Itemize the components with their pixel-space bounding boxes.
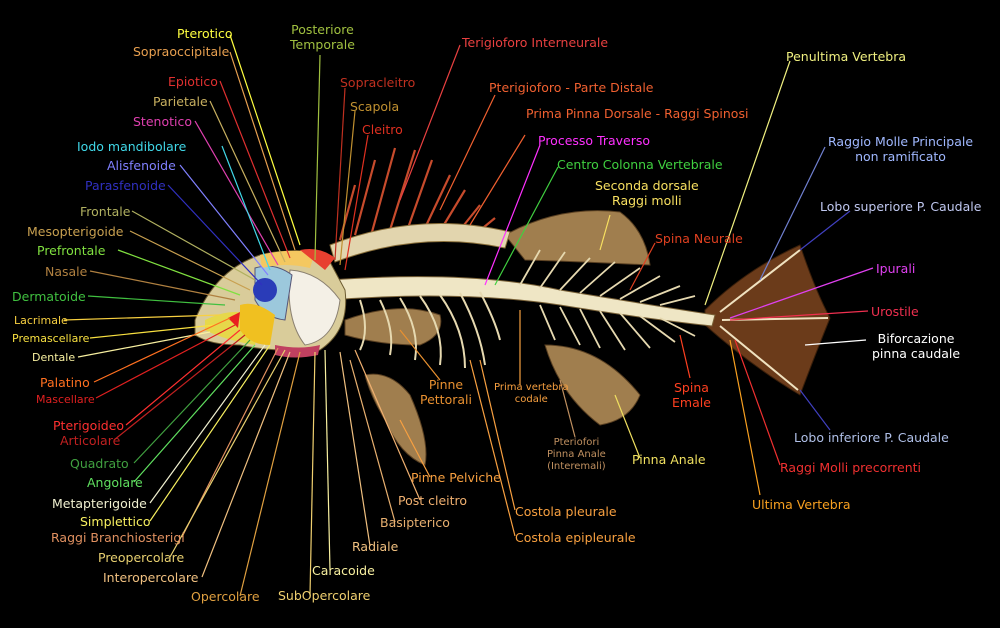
label-sopracleitro: Sopracleitro [340, 75, 416, 90]
label-pterigoideo: Pterigoideo [53, 418, 125, 433]
label-processo-traverso: Processo Traverso [538, 133, 651, 148]
label-opercolare: Opercolare [191, 589, 260, 604]
label-iodo-mandibolare: Iodo mandibolare [77, 139, 187, 154]
label-prima-pinna-dorsale: Prima Pinna Dorsale - Raggi Spinosi [526, 106, 749, 121]
label-quadrato: Quadrato [70, 456, 129, 471]
label-prefrontale: Prefrontale [37, 243, 106, 258]
pelvic-fin [364, 373, 427, 466]
label-dentale: Dentale [32, 351, 76, 364]
label-pteriofori-pinna-anale: Pteriofori Pinna Anale (Interemali) [547, 437, 606, 472]
label-spina-neurale: Spina Neurale [655, 231, 743, 246]
label-seconda-dorsale: Seconda dorsale Raggi molli [595, 178, 699, 208]
label-pterigioforo-distale: Pterigioforo - Parte Distale [489, 80, 654, 95]
label-pinne-pelviche: Pinne Pelviche [411, 470, 501, 485]
label-pinna-anale: Pinna Anale [632, 452, 706, 467]
label-costola-pleurale: Costola pleurale [515, 504, 617, 519]
label-simplettico: Simplettico [80, 514, 151, 529]
label-prima-vertebra-codale: Prima vertebra codale [494, 382, 569, 405]
label-centro-colonna: Centro Colonna Vertebrale [557, 157, 723, 172]
label-frontale: Frontale [80, 204, 131, 219]
label-interopercolare: Interopercolare [103, 570, 199, 585]
label-parietale: Parietale [153, 94, 208, 109]
label-angolare: Angolare [87, 475, 143, 490]
second-dorsal-fin [504, 210, 651, 266]
label-palatino: Palatino [40, 375, 90, 390]
label-spina-emale: Spina Emale [672, 380, 711, 410]
label-scapola: Scapola [350, 99, 400, 114]
label-nasale: Nasale [45, 264, 88, 279]
label-radiale: Radiale [352, 539, 399, 554]
label-alisfenoide: Alisfenoide [107, 158, 176, 173]
label-parasfenoide: Parasfenoide [85, 178, 166, 193]
label-lacrimale: Lacrimale [14, 314, 68, 327]
label-pterotico: Pterotico [177, 26, 233, 41]
label-raggi-molli-precorrenti: Raggi Molli precorrenti [780, 460, 921, 475]
label-premascellare: Premascellare [12, 332, 90, 345]
label-subopercolare: SubOpercolare [278, 588, 371, 603]
label-lobo-inferiore: Lobo inferiore P. Caudale [794, 430, 949, 445]
pectoral-fin [344, 308, 442, 346]
label-stenotico: Stenotico [133, 114, 192, 129]
label-ipurali: Ipurali [876, 261, 916, 276]
label-metapterigoide: Metapterigoide [52, 496, 147, 511]
label-mascellare: Mascellare [36, 393, 95, 406]
label-raggio-molle-principale: Raggio Molle Principale non ramificato [828, 134, 974, 164]
label-caracoide: Caracoide [312, 563, 375, 578]
label-posteriore-temporale: Posteriore Temporale [290, 22, 355, 52]
label-sopraoccipitale: Sopraoccipitale [133, 44, 230, 59]
label-dermatoide: Dermatoide [12, 289, 86, 304]
label-preopercolare: Preopercolare [98, 550, 185, 565]
label-epiotico: Epiotico [168, 74, 218, 89]
label-costola-epipleurale: Costola epipleurale [515, 530, 636, 545]
label-mesopterigoide: Mesopterigoide [27, 224, 124, 239]
label-basipterico: Basipterico [380, 515, 450, 530]
label-urostile: Urostile [871, 304, 919, 319]
label-cleitro: Cleitro [362, 122, 403, 137]
label-articolare: Articolare [60, 433, 121, 448]
label-biforcazione: Biforcazione pinna caudale [872, 331, 961, 361]
label-penultima-vertebra: Penultima Vertebra [786, 49, 907, 64]
label-post-cleitro: Post cleitro [398, 493, 468, 508]
label-terigioforo-interneurale: Terigioforo Interneurale [462, 35, 609, 50]
label-ultima-vertebra: Ultima Vertebra [752, 497, 851, 512]
label-pinne-pettorali: Pinne Pettorali [420, 377, 472, 407]
label-raggi-branchiosterigi: Raggi Branchiosterigi [51, 530, 185, 545]
label-lobo-superiore: Lobo superiore P. Caudale [820, 199, 982, 214]
